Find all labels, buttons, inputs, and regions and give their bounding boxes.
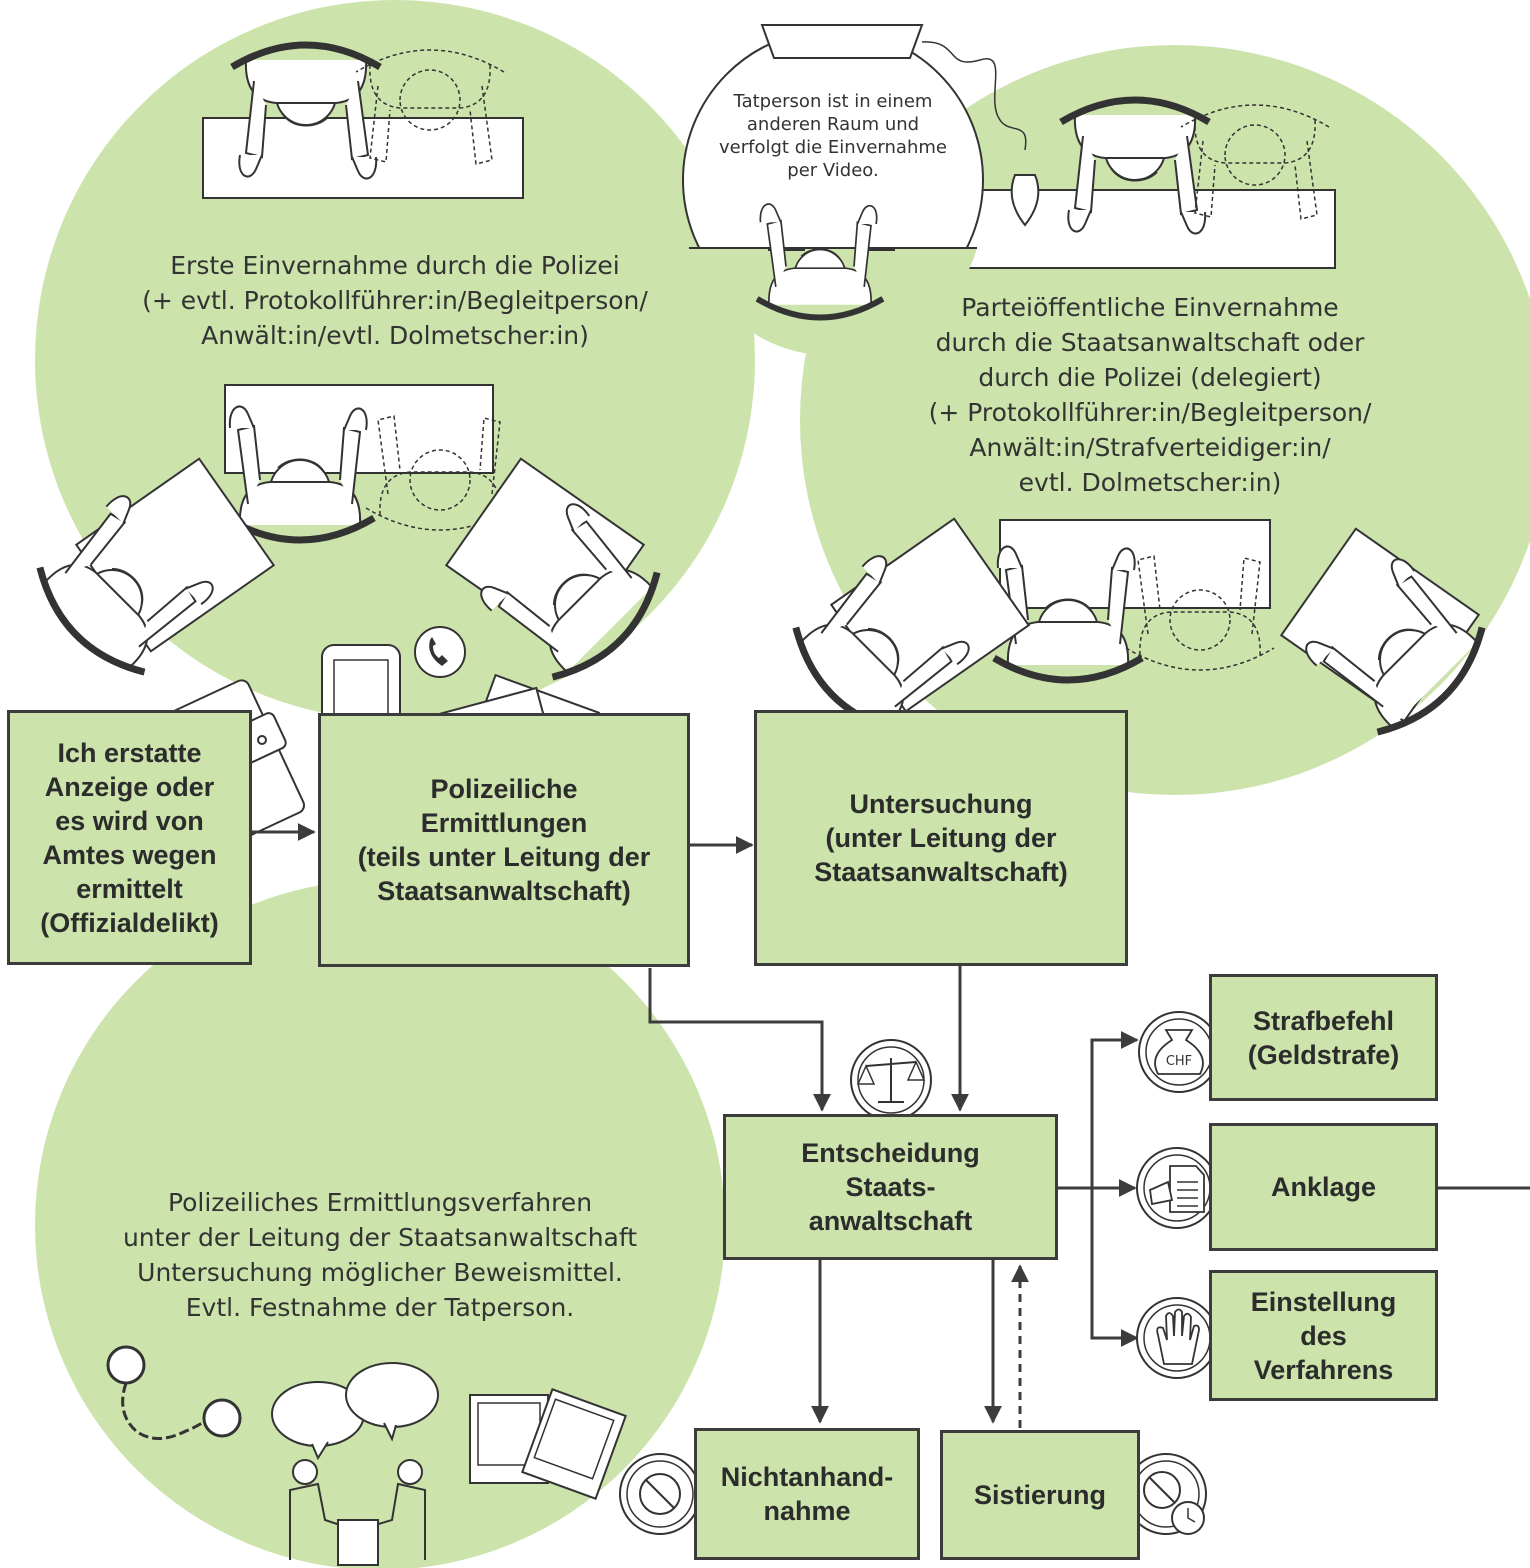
video-circle	[682, 24, 1027, 357]
stop-hand-icon	[1136, 1297, 1218, 1379]
phone-call-icon	[414, 626, 466, 678]
video-note-text: Tatperson ist in einem anderen Raum und …	[719, 91, 947, 181]
discontinuation-box: Einstellung des Verfahrens	[1209, 1270, 1438, 1401]
investigation-text: Polizeiliches Ermittlungsverfahren unter…	[122, 1188, 638, 1322]
suspension-box: Sistierung	[940, 1430, 1140, 1560]
inquiry-box: Untersuchung (unter Leitung der Staatsan…	[754, 710, 1128, 966]
handcuffs-icon	[106, 1345, 242, 1440]
money-bag-icon: CHF	[1138, 1011, 1220, 1093]
photos-icon	[469, 1388, 627, 1500]
connectors	[252, 823, 1530, 1428]
prosecution-interview-scene	[780, 100, 1497, 748]
indictment-box: Anklage	[1209, 1123, 1438, 1251]
speech-bubbles-icon	[271, 1362, 439, 1566]
police-interview-scene	[24, 45, 672, 693]
suspended-clock-icon	[1125, 1453, 1207, 1535]
report-box: Ich erstatte Anzeige oder es wird von Am…	[7, 710, 252, 965]
police-interview-text: Erste Einvernahme durch die Polizei (+ e…	[142, 251, 648, 350]
prosecution-interview-text: Parteiöffentliche Einvernahme durch die …	[928, 293, 1372, 497]
penalty-order-box: Strafbefehl (Geldstrafe)	[1209, 974, 1438, 1101]
currency-label: CHF	[1166, 1054, 1192, 1069]
decision-box: Entscheidung Staats- anwaltschaft	[723, 1114, 1058, 1260]
prohibited-icon	[619, 1453, 701, 1535]
video-screen-icon	[760, 24, 1027, 151]
scales-icon	[850, 1039, 932, 1121]
non-acceptance-box: Nichtanhand- nahme	[694, 1428, 920, 1560]
police-investigation-box: Polizeiliche Ermittlungen (teils unter L…	[318, 713, 690, 967]
indictment-document-icon	[1136, 1147, 1218, 1229]
